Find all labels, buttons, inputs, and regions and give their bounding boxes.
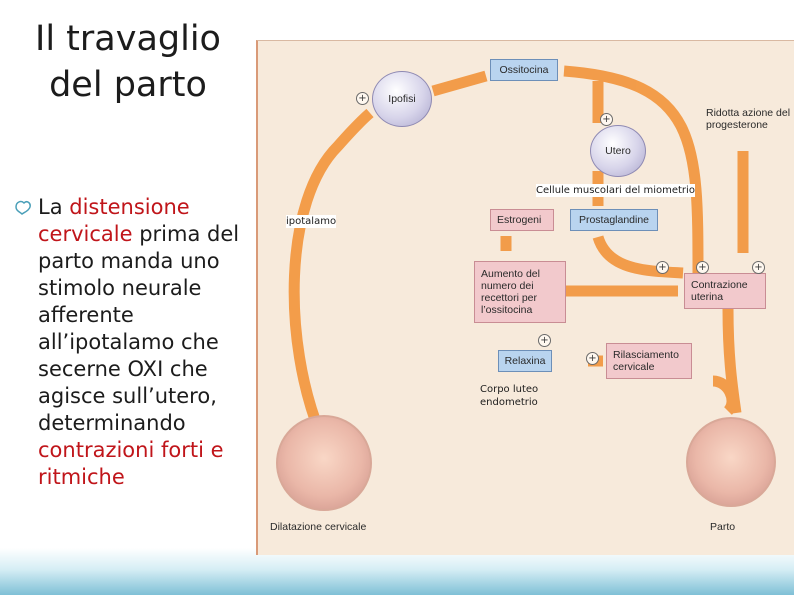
bottom-decorative-band bbox=[0, 548, 794, 595]
corpo-luteo-annotation: Corpo luteo endometrio bbox=[480, 383, 538, 409]
cellule-muscolari-annotation: Cellule muscolari del miometrio bbox=[536, 184, 695, 197]
plus-icon: + bbox=[752, 261, 765, 274]
prostaglandine-box: Prostaglandine bbox=[570, 209, 658, 231]
body-text-highlight-contrazioni: contrazioni forti e ritmiche bbox=[38, 438, 224, 489]
endometrio-line: endometrio bbox=[480, 397, 538, 408]
slide-title: Il travaglio del parto bbox=[18, 16, 238, 108]
diagram-arrows bbox=[288, 65, 749, 436]
ossitocina-box: Ossitocina bbox=[490, 59, 558, 81]
rilasciamento-cervicale-box: Rilasciamento cervicale bbox=[606, 343, 692, 379]
arrow-contrazione-to-parto bbox=[722, 308, 742, 414]
plus-icon: + bbox=[656, 261, 669, 274]
aumento-recettori-box: Aumento del numero dei recettori per l’o… bbox=[474, 261, 566, 323]
parto-illustration bbox=[686, 417, 776, 507]
plus-icon: + bbox=[586, 352, 599, 365]
bullet-paragraph: La distensione cervicale prima del parto… bbox=[15, 194, 258, 491]
relaxina-box: Relaxina bbox=[498, 350, 552, 372]
ipofisi-node: Ipofisi bbox=[372, 71, 432, 127]
ridotta-progesterone-label: Ridotta azione del progesterone bbox=[706, 107, 791, 131]
body-text-part-3: prima del parto manda uno stimolo neural… bbox=[38, 222, 240, 435]
dilatazione-illustration bbox=[276, 415, 372, 511]
plus-icon: + bbox=[696, 261, 709, 274]
utero-node: Utero bbox=[590, 125, 646, 177]
corpo-luteo-line: Corpo luteo bbox=[480, 384, 539, 395]
plus-icon: + bbox=[538, 334, 551, 347]
body-text-part-1: La bbox=[38, 195, 70, 219]
plus-icon: + bbox=[600, 113, 613, 126]
slide-title-line-1: Il travaglio bbox=[35, 19, 221, 59]
estrogeni-box: Estrogeni bbox=[490, 209, 554, 231]
arrow-prostaglandine-to-contrazione bbox=[592, 235, 684, 279]
parto-caption: Parto bbox=[710, 521, 736, 533]
bullet-icon bbox=[14, 196, 32, 223]
slide-title-line-2: del parto bbox=[49, 65, 207, 105]
dilatazione-caption: Dilatazione cervicale bbox=[270, 521, 367, 533]
labor-diagram-figure: Ipofisi Ossitocina Utero Ridotta azione … bbox=[256, 40, 794, 555]
arrow-dilatazione-to-ipofisi bbox=[288, 108, 374, 436]
arrow-ipofisi-to-ossitocina bbox=[431, 70, 488, 97]
arrow-ossitocina-to-contrazione bbox=[563, 65, 704, 277]
ipotalamo-annotation: ipotalamo bbox=[286, 215, 337, 228]
contrazione-uterina-box: Contrazione uterina bbox=[684, 273, 766, 309]
body-text-highlight-distensione: distensione cervicale bbox=[38, 195, 190, 246]
plus-icon: + bbox=[356, 92, 369, 105]
